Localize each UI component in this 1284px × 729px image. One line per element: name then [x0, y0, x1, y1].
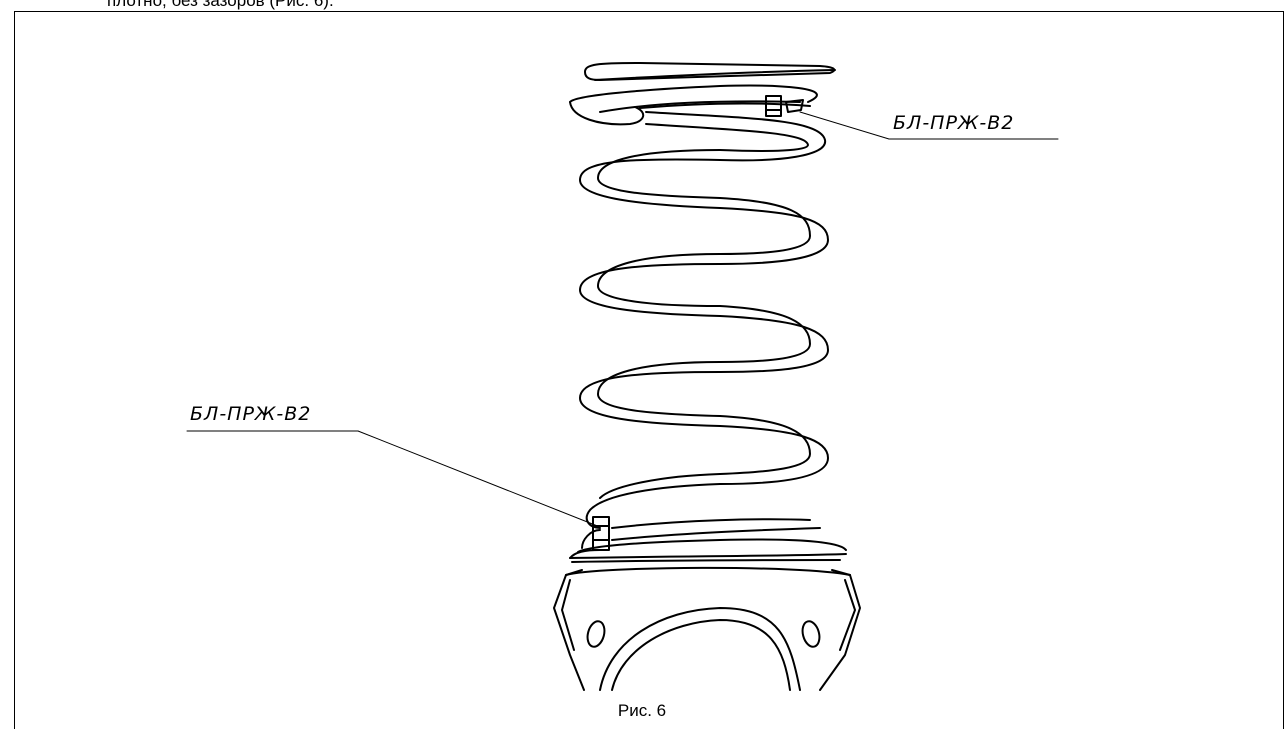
- callout-label-top: БЛ-ПРЖ-В2: [893, 112, 1015, 134]
- bottom-spring-seat: [569, 529, 847, 563]
- bottom-leader-line: [357, 430, 601, 528]
- top-leader-line: [799, 111, 890, 140]
- leader-lines: [186, 111, 1059, 528]
- figure-frame-left: [14, 11, 15, 729]
- callout-label-bottom: БЛ-ПРЖ-В2: [190, 403, 312, 425]
- paragraph-text-fragment: плотно, без зазоров (Рис. 6).: [107, 0, 334, 10]
- mount-bracket: [553, 566, 861, 691]
- figure-frame-top: [14, 11, 1284, 12]
- bottom-block: [592, 516, 610, 551]
- figure-caption: Рис. 6: [617, 701, 667, 720]
- spring-coils: [579, 111, 829, 541]
- top-block: [765, 95, 804, 117]
- top-spring-seat: [569, 62, 836, 126]
